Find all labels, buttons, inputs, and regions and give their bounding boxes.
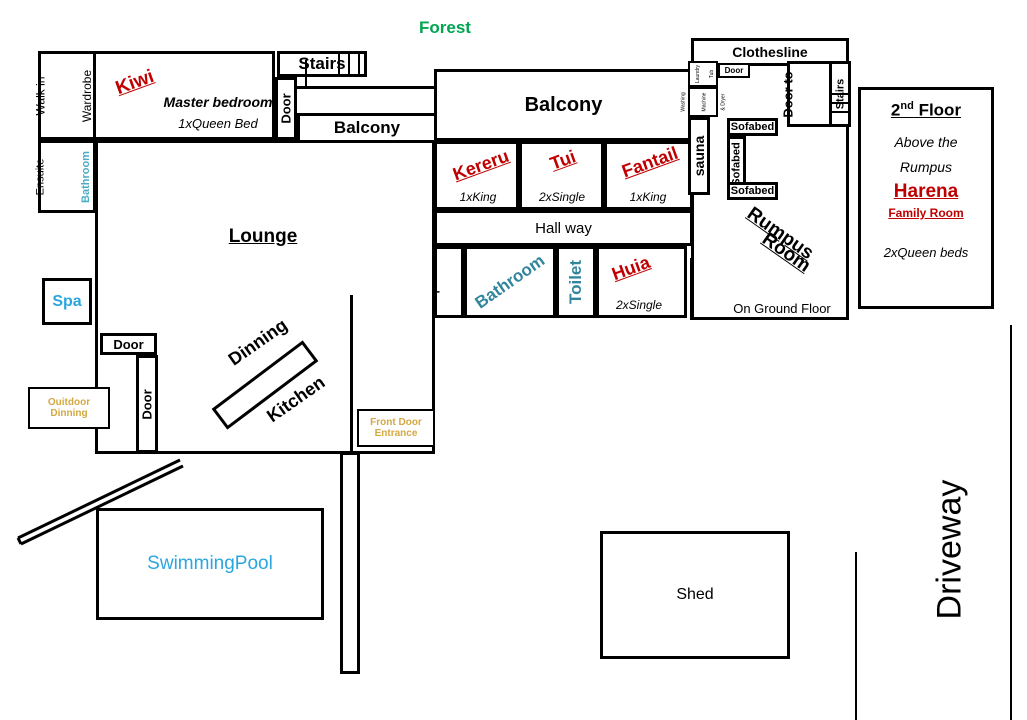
ensuite-label-line1: Ensuite (34, 158, 47, 195)
front-door-label-line2: Entrance (374, 428, 418, 439)
kitchen-island (211, 340, 319, 430)
stairs-left-tick-2 (348, 54, 350, 74)
bedroom-beds-kereru: 1xKing (459, 190, 497, 204)
master-bedroom-bed-label: 1xQueen Bed (178, 116, 258, 131)
driveway-edge-left (855, 552, 857, 720)
stairs-right-step-1 (831, 93, 849, 95)
door-lounge-side[interactable]: Door (136, 355, 158, 453)
toilet-room: Toilet (556, 246, 596, 318)
front-door-entrance[interactable]: Front Door Entrance (357, 409, 435, 447)
balcony-upper-label: Balcony (524, 93, 603, 116)
bedroom-kereru-room (434, 141, 519, 210)
bedroom-huia-room (596, 246, 687, 318)
balcony-upper-room: Balcony (434, 69, 693, 141)
sauna-room: sauna (688, 117, 710, 195)
walk-in-wardrobe-label-line1: Walk in (33, 76, 48, 115)
laundry-tub-label-line2: Tub (709, 69, 716, 79)
pool-fence-strip (340, 452, 360, 674)
stairs-left: Stairs (277, 51, 367, 77)
walkway-path (16, 458, 184, 546)
washing-machine-label-line2: Machine (701, 92, 708, 112)
spa-area: Spa (42, 278, 92, 325)
bedroom-beds-tui: 2xSingle (538, 190, 586, 204)
rumpus-ground-floor-note: On Ground Floor (733, 301, 831, 316)
driveway-label: Driveway (930, 479, 969, 620)
second-floor-box: 2nd Floor Above the Rumpus Harena Family… (858, 87, 994, 309)
balcony-left-connector-top (297, 86, 437, 89)
door-master-bedroom-label: Door (278, 93, 294, 124)
bedroom-tui-room (519, 141, 604, 210)
swimming-pool-area: SwimmingPool (96, 508, 324, 620)
balcony-left-room: Balcony (297, 113, 437, 143)
forest-label: Forest (419, 18, 471, 37)
stairs-right-step-2 (831, 102, 849, 104)
door-lounge-label: Door (113, 336, 144, 352)
driveway-edge-right (1010, 325, 1012, 720)
hallway-label: Hall way (535, 219, 592, 237)
second-floor-subtitle: Family Room (888, 205, 964, 220)
balcony-left-label: Balcony (333, 118, 401, 137)
second-floor-line1: Above the (894, 133, 958, 150)
sofabed-top-label: Sofabed (730, 121, 775, 133)
cupboard-linen-room: Cupboard Linen (428, 246, 481, 318)
ensuite-bathroom-room: Ensuite Bathroom (34, 140, 96, 213)
clothesline-label: Clothesline (732, 44, 808, 60)
balcony-left-connector-tick (305, 60, 307, 88)
washing-machine-label-line3: & Dryer (720, 93, 727, 111)
swimming-pool-label: SwimmingPool (147, 553, 273, 574)
lounge-label: Lounge (228, 226, 298, 247)
lounge-divider-vertical (350, 295, 353, 455)
door-to-harena[interactable]: Door to Harena (781, 61, 842, 127)
bedroom-beds-fantail: 1xKing (629, 190, 667, 204)
washing-machine-label-line1: Washing (681, 92, 688, 112)
washing-machine-dryer: Washing Machine & Dryer (681, 87, 726, 117)
toilet-label: Toilet (566, 259, 586, 305)
door-lounge[interactable]: Door (100, 333, 157, 355)
master-bedroom-label: Master bedroom (163, 94, 273, 110)
sofabed-top: Sofabed (727, 118, 778, 136)
second-floor-name-harena: Harena (893, 180, 959, 202)
shed-label: Shed (676, 586, 714, 603)
laundry-tub: Laundry Tub (688, 61, 718, 87)
walk-in-wardrobe-label-line2: Wardrobe (79, 69, 94, 122)
stairs-right-step-3 (831, 111, 849, 113)
hallway-room: Hall way (434, 210, 693, 246)
second-floor-heading: 2nd Floor (890, 100, 962, 120)
sofabed-bottom: Sofabed (727, 182, 778, 200)
second-floor-line2: Rumpus (899, 158, 953, 175)
ensuite-bathroom-label-line2: Bathroom (79, 150, 92, 203)
bedroom-beds-huia: 2xSingle (615, 298, 663, 312)
door-lounge-side-label: Door (139, 388, 155, 420)
sofabed-bottom-label: Sofabed (730, 185, 775, 197)
shed-area: Shed (600, 531, 790, 659)
sofabed-middle-label: Sofabed (730, 142, 743, 186)
bathroom-room: Bathroom (464, 246, 556, 318)
door-clothesline[interactable]: Door (718, 63, 750, 78)
spa-label: Spa (52, 292, 82, 310)
outdoor-dining-area: Ouitdoor Dinning (28, 387, 110, 429)
stairs-left-tick-1 (338, 54, 340, 74)
front-door-label-line1: Front Door (370, 417, 422, 428)
second-floor-beds: 2xQueen beds (883, 244, 969, 260)
outdoor-dining-label-line1: Ouitdoor (47, 397, 91, 408)
sauna-label: sauna (691, 135, 707, 177)
door-to-harena-label-line1: Door to (780, 70, 796, 118)
outdoor-dining-label-line2: Dinning (50, 408, 88, 419)
walk-in-wardrobe-room: Walk in Wardrobe (33, 51, 96, 140)
bathroom-label: Bathroom (471, 250, 549, 313)
door-master-bedroom[interactable]: Door (275, 77, 297, 140)
door-clothesline-label: Door (724, 66, 744, 75)
stairs-left-tick-3 (358, 54, 360, 74)
stairs-left-label: Stairs (298, 54, 346, 73)
laundry-tub-label-line1: Laundry (695, 64, 702, 84)
